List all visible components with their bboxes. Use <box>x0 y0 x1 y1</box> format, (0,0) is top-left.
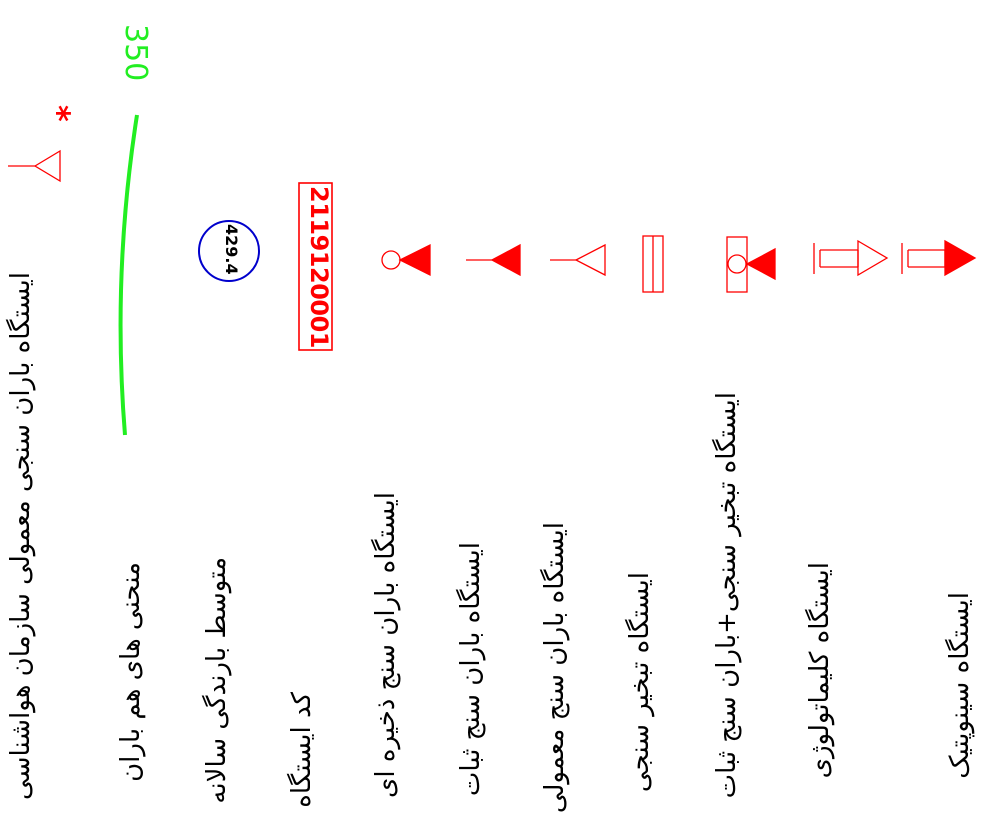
label-climatology: ایستگاه کلیماتولوژی <box>805 562 835 779</box>
isohyet-value: 350 <box>118 24 153 82</box>
met-org-symbol <box>8 149 61 183</box>
annual-mean-circle <box>198 220 260 282</box>
label-rain-recording: ایستگاه باران سنج ثبات <box>456 542 486 797</box>
rain-storage-symbol <box>381 243 431 277</box>
annual-mean-value: 429.4 <box>222 224 241 275</box>
climatology-symbol <box>813 239 889 277</box>
met-org-star: * <box>39 105 77 122</box>
label-evap-rain-recording: ایستگاه تبخیر سنجی+باران سنج ثبات <box>712 392 742 799</box>
label-met-org: ایستگاه باران سنجی معمولی سازمان هواشناس… <box>6 272 36 800</box>
label-station-code: کد ایستگاه <box>287 692 317 808</box>
label-rain-ordinary: ایستگاه باران سنج معمولی <box>540 522 570 814</box>
label-synoptic: ایستگاه سینوپتیک <box>945 592 975 779</box>
station-code-value: 2119120001 <box>305 186 333 348</box>
evaporation-symbol <box>642 235 664 293</box>
label-annual-mean: متوسط بارندگی سالانه <box>202 557 232 804</box>
synoptic-symbol <box>901 239 977 277</box>
isohyet-curve <box>118 114 139 436</box>
label-rain-storage: ایستگاه باران سنج ذخیره ای <box>371 492 401 798</box>
rain-recording-symbol <box>466 243 521 277</box>
label-evaporation: ایستگاه تبخیر سنجی <box>625 572 655 793</box>
label-isohyet: منحنی های هم باران <box>116 562 146 782</box>
rain-ordinary-symbol <box>550 243 606 277</box>
evap-rain-recording-symbol <box>726 236 776 293</box>
station-code-box <box>298 182 333 351</box>
